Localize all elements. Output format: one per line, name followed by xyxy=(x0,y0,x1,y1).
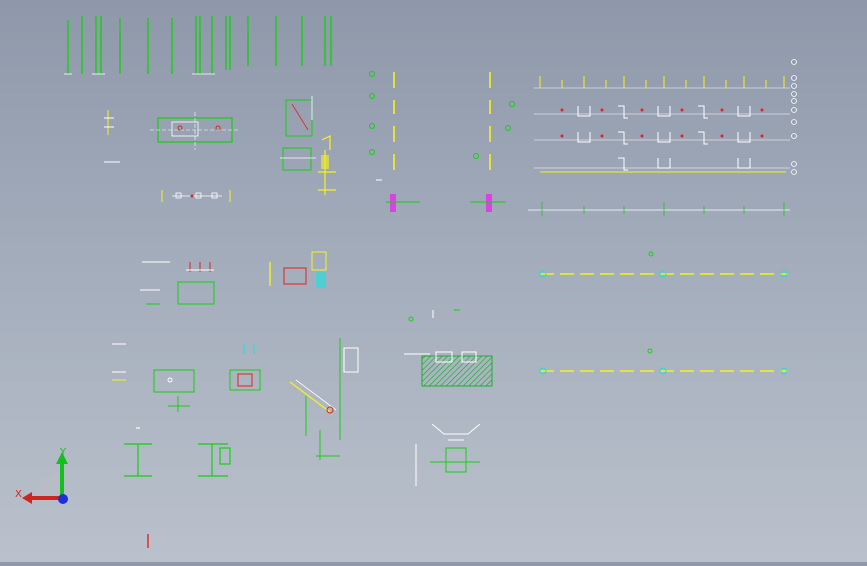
x-axis-label: X xyxy=(15,489,22,500)
fitting-column-b xyxy=(470,72,515,212)
plate-part-view xyxy=(104,110,240,202)
bar-views-group xyxy=(67,16,332,74)
lower-left-assemblies xyxy=(112,343,261,412)
linkage-assembly-view xyxy=(289,338,359,460)
rail-view-1 xyxy=(539,251,788,278)
fitting-column-a xyxy=(369,71,420,212)
triad-plane xyxy=(36,470,62,498)
rail-view-2 xyxy=(539,348,788,375)
beam-section-2 xyxy=(198,443,231,477)
y-axis-head xyxy=(56,452,68,464)
beam-section-1 xyxy=(124,427,152,477)
clamp-assembly-view xyxy=(140,251,327,305)
fitting-row-3 xyxy=(534,131,790,145)
hatched-base-section xyxy=(404,309,493,387)
y-axis-label: Y xyxy=(59,447,67,458)
fitting-row-4 xyxy=(534,157,790,173)
fitting-row-1 xyxy=(534,76,790,89)
view-orientation-triad[interactable]: Y X xyxy=(0,430,90,510)
right-circles-column xyxy=(791,59,797,175)
x-axis-head xyxy=(22,492,32,504)
z-axis-dot xyxy=(58,494,68,504)
bracket-detail-view xyxy=(280,96,336,195)
wheel-section-view xyxy=(415,423,481,486)
fitting-row-5 xyxy=(528,202,790,216)
fitting-row-2 xyxy=(534,105,790,119)
